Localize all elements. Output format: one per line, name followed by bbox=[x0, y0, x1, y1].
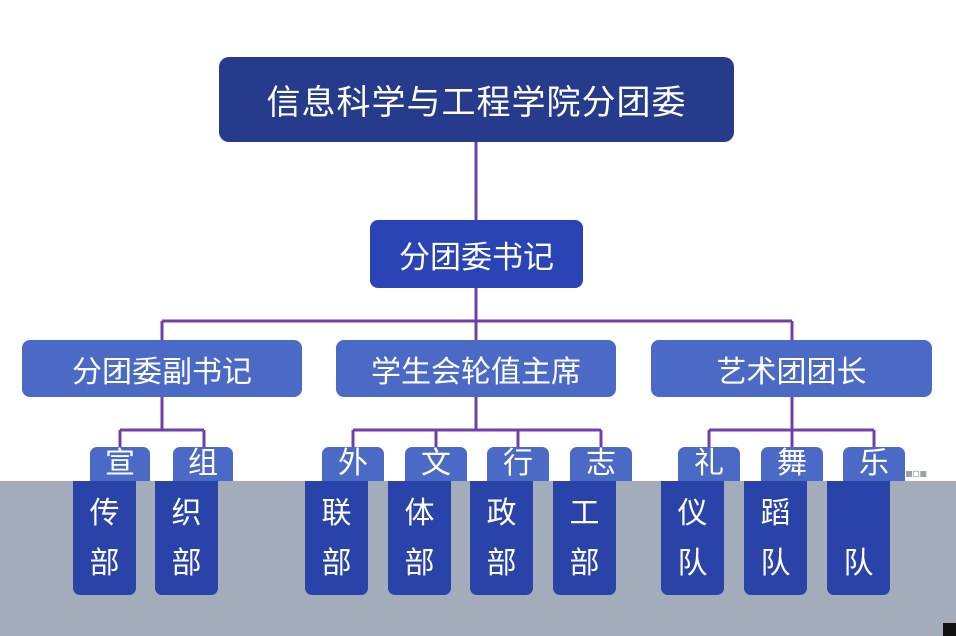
unit-box-dance: 蹈 队 bbox=[744, 481, 807, 595]
dept-head-label: 学生会轮值主席 bbox=[371, 354, 581, 390]
unit-top-char: 舞 bbox=[777, 447, 807, 481]
unit-box-administration: 政 部 bbox=[470, 481, 533, 595]
unit-top-char: 文 bbox=[421, 447, 451, 481]
unit-top-char: 礼 bbox=[694, 447, 724, 481]
unit-top-char: 乐 bbox=[859, 447, 889, 481]
unit-tab: 宣 bbox=[90, 447, 150, 481]
unit-top-char: 组 bbox=[188, 447, 218, 481]
unit-char: 部 bbox=[171, 546, 202, 581]
unit-char: 政 bbox=[486, 496, 517, 531]
unit-tab: 行 bbox=[487, 447, 549, 481]
unit-char: 仪 bbox=[677, 496, 708, 531]
unit-char: 部 bbox=[404, 546, 435, 581]
dept-head-box-student-union: 学生会轮值主席 bbox=[336, 340, 616, 397]
unit-char: 队 bbox=[677, 546, 708, 581]
unit-tab: 乐 bbox=[843, 447, 905, 481]
unit-box-organization: 织 部 bbox=[155, 481, 218, 595]
unit-char: 联 bbox=[321, 496, 352, 531]
unit-top-char: 外 bbox=[338, 447, 368, 481]
unit-tab: 礼 bbox=[678, 447, 740, 481]
unit-char: 传 bbox=[89, 496, 120, 531]
unit-tab: 志 bbox=[570, 447, 632, 481]
unit-box-arts-sports: 体 部 bbox=[388, 481, 451, 595]
unit-char: 部 bbox=[569, 546, 600, 581]
unit-char: 体 bbox=[404, 496, 435, 531]
secretary-box: 分团委书记 bbox=[370, 220, 583, 288]
unit-char: 队 bbox=[760, 546, 791, 581]
unit-box-volunteer: 工 部 bbox=[553, 481, 616, 595]
unit-char: 蹈 bbox=[760, 496, 791, 531]
unit-box-propaganda: 传 部 bbox=[73, 481, 136, 595]
dept-head-box-vice-secretary: 分团委副书记 bbox=[22, 340, 302, 397]
unit-char: 织 bbox=[171, 496, 202, 531]
unit-tab: 组 bbox=[173, 447, 233, 481]
unit-top-char: 志 bbox=[586, 447, 616, 481]
unit-char: 队 bbox=[843, 546, 874, 581]
unit-char: 部 bbox=[89, 546, 120, 581]
dept-head-label: 艺术团团长 bbox=[716, 354, 867, 390]
root-org-label: 信息科学与工程学院分团委 bbox=[266, 83, 687, 123]
unit-top-char: 行 bbox=[503, 447, 533, 481]
unit-char: 部 bbox=[321, 546, 352, 581]
unit-top-char: 宣 bbox=[105, 447, 135, 481]
unit-box-etiquette: 仪 队 bbox=[661, 481, 724, 595]
unit-char: 工 bbox=[569, 496, 600, 531]
unit-box-external-relations: 联 部 bbox=[305, 481, 368, 595]
unit-char: 部 bbox=[486, 546, 517, 581]
secretary-label: 分团委书记 bbox=[399, 239, 554, 276]
unit-box-band: 队 bbox=[827, 481, 890, 595]
unit-tab: 舞 bbox=[761, 447, 823, 481]
noise-artifact: ▪▫▪ bbox=[905, 466, 927, 480]
unit-tab: 文 bbox=[405, 447, 467, 481]
dept-head-label: 分团委副书记 bbox=[72, 354, 252, 390]
dept-head-box-art-troupe: 艺术团团长 bbox=[651, 340, 932, 397]
unit-tab: 外 bbox=[322, 447, 384, 481]
corner-mark bbox=[943, 623, 956, 636]
root-org-box: 信息科学与工程学院分团委 bbox=[219, 57, 734, 142]
